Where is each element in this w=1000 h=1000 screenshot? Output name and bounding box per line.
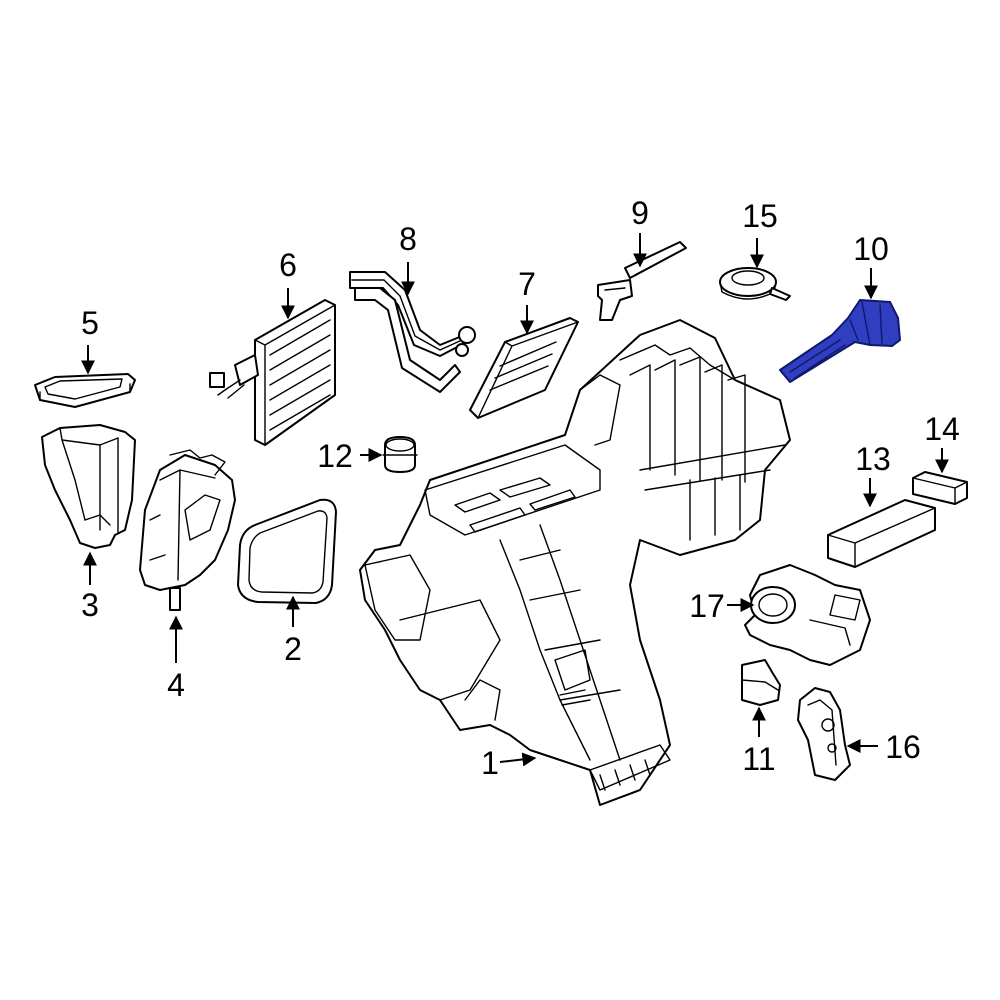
callout-11: 11 — [742, 741, 775, 777]
part-3-duct[interactable] — [41, 424, 136, 549]
part-12-grommet[interactable] — [382, 436, 418, 473]
callout-17: 17 — [689, 588, 725, 624]
part-16-bracket[interactable] — [797, 687, 851, 781]
part-11-switch[interactable] — [741, 659, 781, 706]
callout-12: 12 — [317, 438, 353, 474]
part-8-ac-lines[interactable] — [349, 271, 476, 393]
callout-2: 2 — [284, 631, 302, 667]
callout-3: 3 — [81, 587, 99, 623]
callout-4: 4 — [167, 667, 185, 703]
part-5-cabin-filter[interactable] — [34, 373, 136, 408]
callout-10: 10 — [853, 231, 889, 267]
part-6-evaporator-core[interactable] — [209, 299, 336, 446]
part-2-seal-gasket[interactable] — [237, 498, 337, 604]
part-9-sensor[interactable] — [597, 241, 687, 321]
leader-arrows — [81, 233, 949, 767]
part-14-small-filter[interactable] — [912, 471, 968, 505]
part-17-blower-housing[interactable] — [744, 564, 871, 666]
callout-13: 13 — [855, 441, 891, 477]
part-4-filter-housing[interactable] — [139, 449, 236, 611]
callout-8: 8 — [399, 221, 417, 257]
part-7-filter-element[interactable] — [469, 317, 579, 419]
part-13-filter-pad[interactable] — [827, 499, 936, 568]
part-10-actuator-highlighted[interactable] — [779, 299, 901, 383]
callout-14: 14 — [924, 411, 960, 447]
callout-16: 16 — [885, 729, 921, 765]
part-1-hvac-housing[interactable] — [359, 319, 791, 806]
part-15-motor-mount[interactable] — [719, 267, 791, 301]
callout-7: 7 — [518, 266, 536, 302]
callout-15: 15 — [742, 198, 778, 234]
callout-9: 9 — [631, 195, 649, 231]
callout-5: 5 — [81, 305, 99, 341]
arrow-1 — [499, 752, 537, 767]
callout-1: 1 — [481, 745, 499, 781]
callout-labels: 1 2 3 4 5 6 7 8 9 10 11 12 13 14 15 16 1… — [81, 195, 960, 781]
callout-6: 6 — [279, 247, 297, 283]
